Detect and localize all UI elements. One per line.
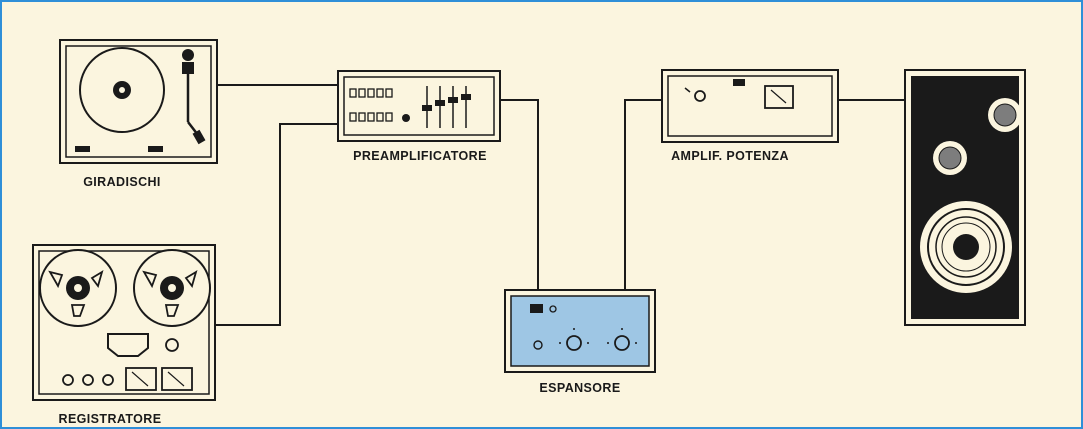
preamp-to-expander-line	[500, 99, 539, 290]
speaker	[904, 69, 1026, 326]
tape-recorder	[32, 244, 216, 401]
preamp-label: PREAMPLIFICATORE	[353, 149, 487, 163]
expander-to-amp-line	[624, 99, 662, 290]
preamplifier	[337, 70, 501, 142]
recorder-label: REGISTRATORE	[59, 412, 162, 426]
expander-label: ESPANSORE	[539, 381, 620, 395]
power-amp-label: AMPLIF. POTENZA	[671, 149, 789, 163]
connection-lines	[215, 84, 905, 326]
expander	[504, 289, 656, 373]
power-amplifier	[661, 69, 839, 143]
turntable	[59, 39, 218, 164]
recorder-to-preamp-line	[215, 123, 338, 326]
turntable-label: GIRADISCHI	[83, 175, 161, 189]
